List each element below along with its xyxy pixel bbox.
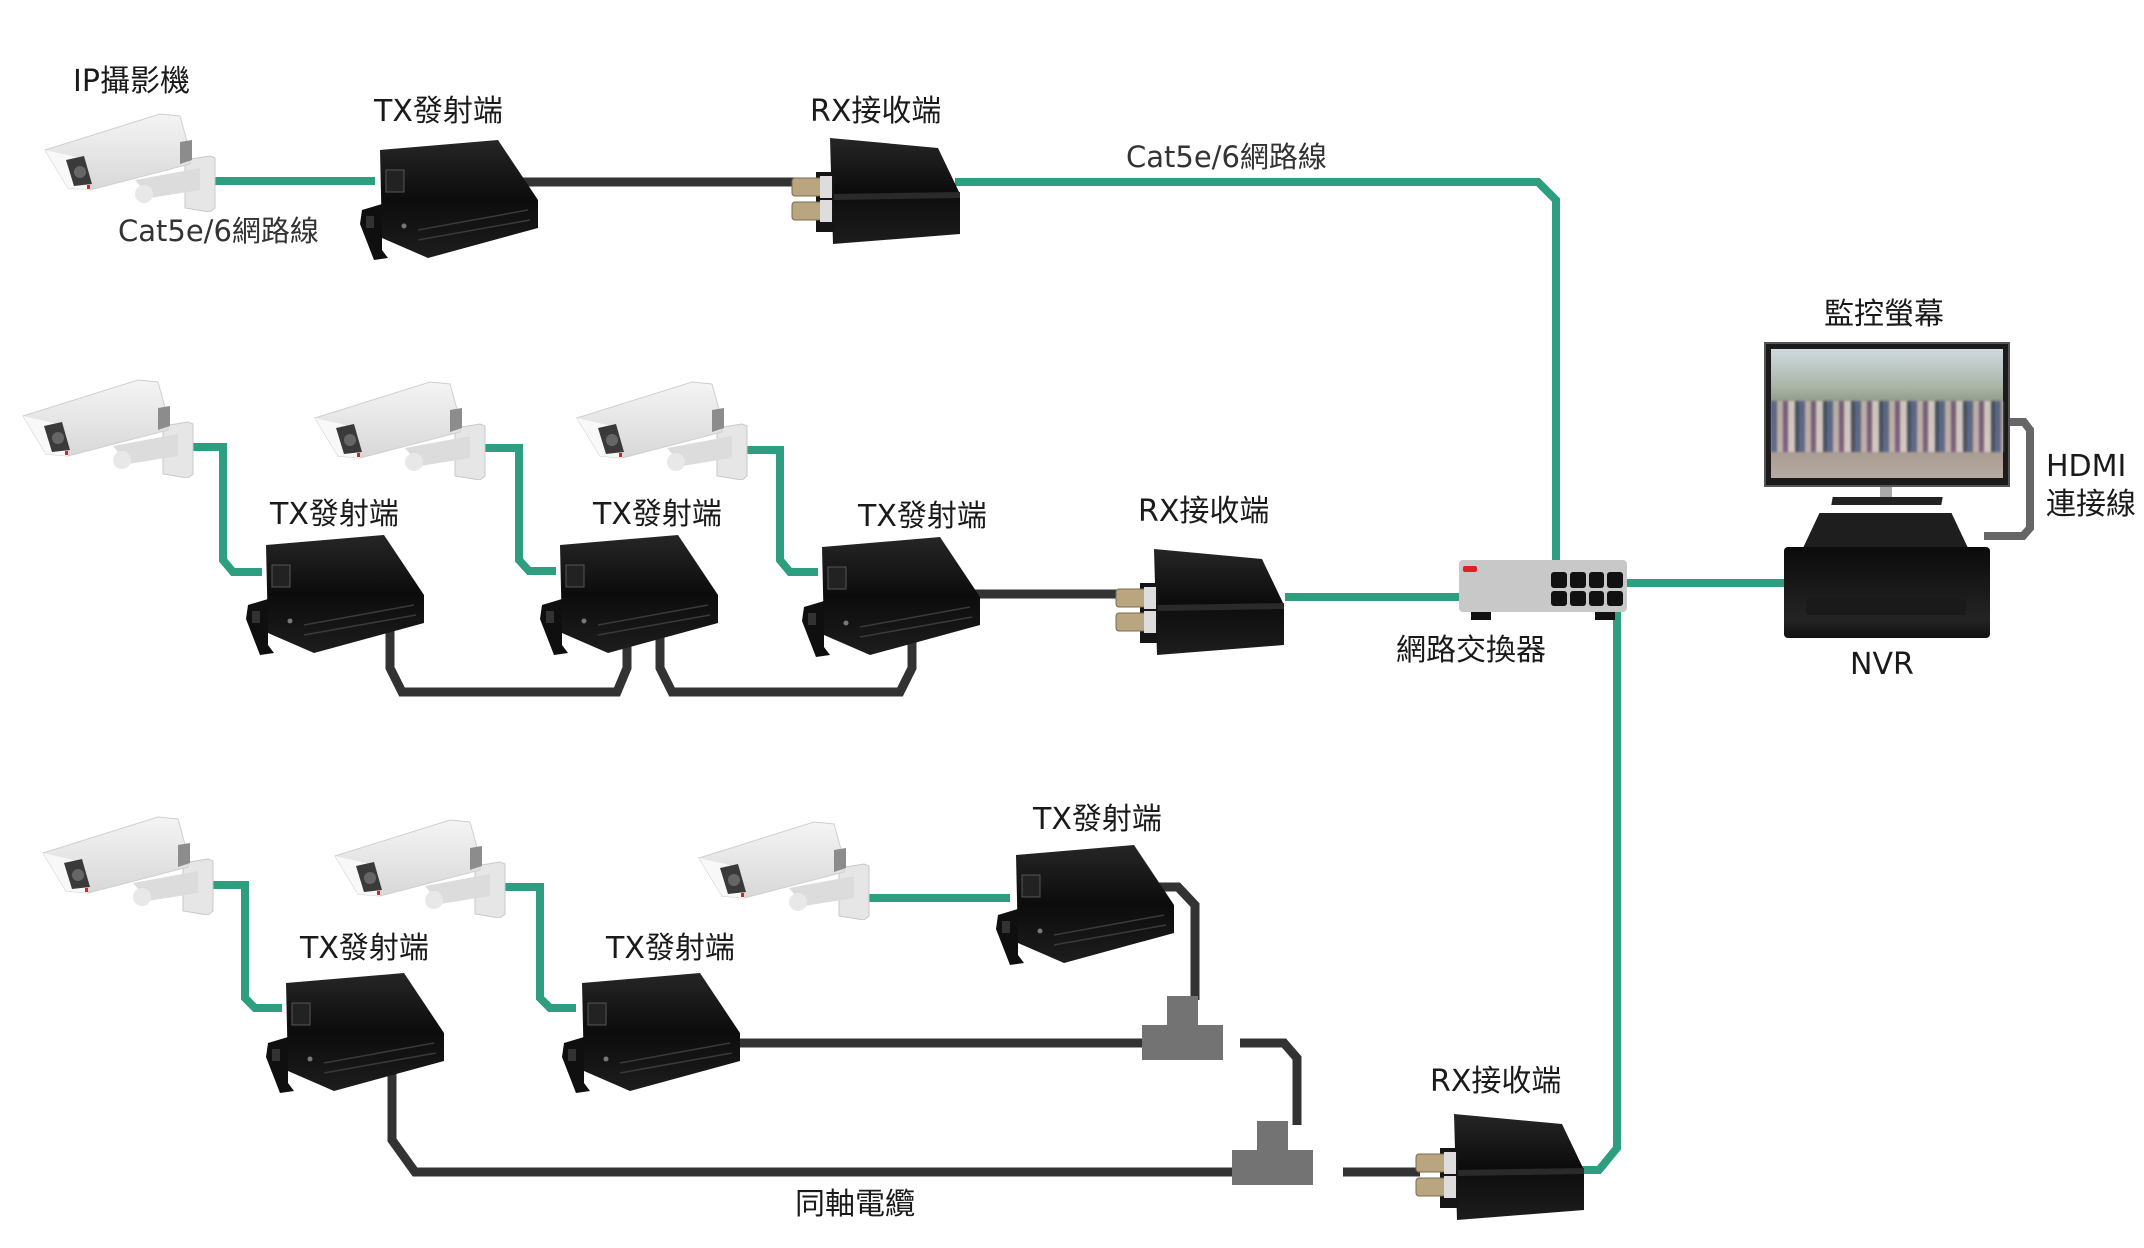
hdmi-label: HDMI — [2046, 449, 2127, 484]
cat-cable-cam2-tx2 — [190, 443, 262, 576]
rx-receiver-icon — [788, 134, 968, 244]
tx-label: TX發射端 — [593, 497, 722, 532]
coax-chain-tx2-tx3 — [385, 615, 632, 697]
cat-cable-cam3-tx3 — [484, 444, 556, 575]
monitor-icon — [1764, 342, 2010, 487]
monitor-base — [1831, 497, 1943, 505]
switch-led — [1463, 566, 1477, 572]
monitor-screen — [1771, 349, 2003, 478]
tx-label: TX發射端 — [858, 499, 987, 534]
nvr-top — [1803, 513, 1968, 548]
network-switch-icon — [1459, 560, 1627, 620]
hdmi-cable — [1984, 418, 2034, 540]
tx-label: TX發射端 — [300, 931, 429, 966]
cat-cable-cam6-tx6 — [505, 883, 576, 1012]
tx-transmitter-icon — [560, 973, 740, 1093]
cat-cable-rx1-switch — [955, 178, 1560, 575]
nvr-label: NVR — [1850, 647, 1914, 682]
cat-cable-cam5-tx5 — [210, 881, 282, 1012]
coax-tx5-tee2 — [387, 1060, 1254, 1177]
ip-camera-icon — [694, 820, 884, 920]
tx-transmitter-icon — [358, 140, 538, 260]
rx-label: RX接收端 — [1138, 494, 1270, 529]
tx-transmitter-icon — [994, 845, 1174, 965]
tee-connector-2 — [1232, 1121, 1313, 1185]
tx-transmitter-icon — [538, 535, 718, 655]
switch-ports — [1551, 572, 1623, 606]
rx-receiver-icon — [1412, 1110, 1592, 1220]
coax-chain-tx3-tx4 — [655, 625, 917, 697]
tx-label: TX發射端 — [606, 931, 735, 966]
coax-tx7-tee1 — [1155, 882, 1200, 1000]
hdmi-label-sub: 連接線 — [2046, 487, 2136, 522]
tx-transmitter-icon — [800, 537, 980, 657]
ip-camera-icon — [40, 112, 230, 212]
ip-camera-icon — [330, 818, 520, 918]
rx-receiver-icon — [1112, 545, 1292, 655]
tx-label: TX發射端 — [374, 94, 503, 129]
tx-label: TX發射端 — [1033, 802, 1162, 837]
switch-label: 網路交換器 — [1396, 633, 1546, 668]
cat-cable-label: Cat5e/6網路線 — [1126, 140, 1327, 174]
tx-transmitter-icon — [244, 535, 424, 655]
monitor-label: 監控螢幕 — [1824, 297, 1944, 332]
ip-camera-icon — [18, 378, 208, 478]
ip-camera-icon — [572, 380, 762, 480]
nvr-icon — [1784, 547, 1990, 638]
ip-camera-label: IP攝影機 — [73, 64, 190, 99]
cat-cable-switch-rx3 — [1579, 606, 1621, 1174]
tx-label: TX發射端 — [270, 497, 399, 532]
tee-connector-1 — [1142, 996, 1223, 1060]
ip-camera-icon — [38, 815, 228, 915]
rx-label: RX接收端 — [810, 94, 942, 129]
monitor-stand — [1880, 487, 1892, 499]
coax-label: 同軸電纜 — [795, 1187, 915, 1222]
ip-camera-icon — [310, 380, 500, 480]
cat-cable-label: Cat5e/6網路線 — [118, 214, 319, 248]
cat-cable-cam4-tx4 — [745, 446, 818, 576]
tx-transmitter-icon — [264, 973, 444, 1093]
rx-label: RX接收端 — [1430, 1064, 1562, 1099]
coax-tee1-tee2 — [1240, 1038, 1302, 1125]
